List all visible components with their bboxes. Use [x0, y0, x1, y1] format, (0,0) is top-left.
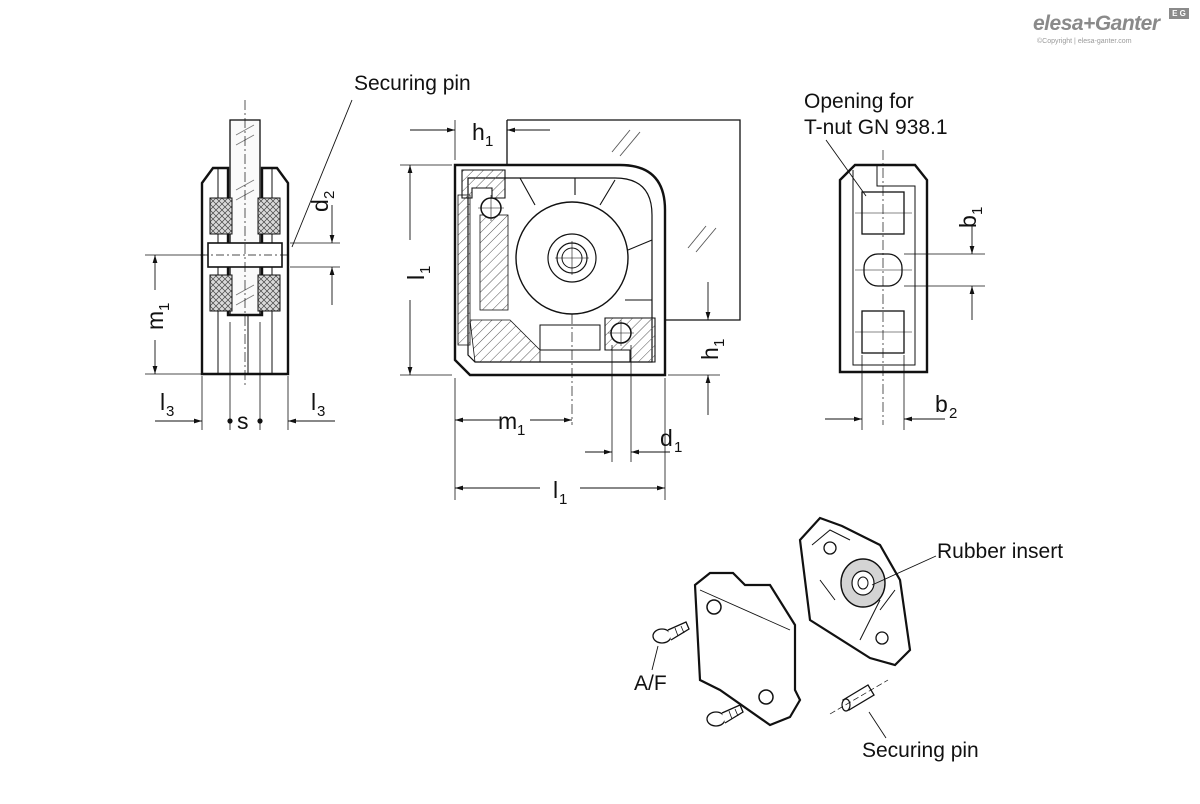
securing-pin-iso: [829, 679, 889, 715]
front-glass-panel: [507, 119, 741, 321]
opening-label-line2: T-nut GN 938.1: [804, 116, 948, 139]
svg-text:b: b: [955, 215, 981, 228]
rubber-insert-tl: [209, 197, 233, 235]
svg-text:1: 1: [969, 207, 986, 215]
front-view: [400, 119, 741, 500]
dim-h1-right: h1: [697, 339, 728, 360]
svg-text:m: m: [498, 408, 517, 434]
svg-text:m: m: [142, 311, 168, 330]
svg-text:d: d: [660, 425, 673, 451]
side-view: [145, 99, 353, 430]
dim-d2: d2: [307, 191, 338, 212]
dim-m1-side: m1: [142, 303, 173, 330]
af-label: A/F: [634, 672, 667, 695]
logo-badge: E G: [1169, 8, 1189, 19]
svg-text:b: b: [935, 391, 948, 417]
svg-text:l: l: [311, 389, 316, 415]
svg-text:3: 3: [166, 403, 174, 420]
svg-text:h: h: [472, 119, 485, 145]
exploded-view: [651, 516, 937, 739]
rubber-insert-br: [257, 274, 281, 312]
svg-text:1: 1: [156, 303, 173, 311]
securing-pin-label-bottom: Securing pin: [862, 739, 979, 762]
svg-text:1: 1: [485, 133, 493, 150]
back-view: [825, 139, 985, 430]
svg-text:3: 3: [317, 403, 325, 420]
svg-text:l: l: [403, 275, 429, 280]
logo-brand: elesa+Ganter: [1033, 12, 1160, 35]
svg-text:1: 1: [711, 339, 728, 347]
logo-copyright: ©Copyright | elesa-ganter.com: [1037, 38, 1132, 45]
svg-text:1: 1: [517, 422, 525, 439]
svg-text:2: 2: [321, 191, 338, 199]
rubber-insert-bl: [209, 274, 233, 312]
svg-text:l: l: [553, 477, 558, 503]
rubber-insert-label: Rubber insert: [937, 540, 1063, 563]
screw-bottom: [706, 704, 744, 727]
svg-text:1: 1: [674, 439, 682, 456]
securing-pin-label-top: Securing pin: [354, 72, 471, 95]
screw-top: [652, 621, 690, 644]
dim-l1-vert: l1: [403, 266, 434, 280]
dim-b1: b1: [955, 207, 986, 228]
svg-text:2: 2: [949, 405, 957, 422]
svg-text:l: l: [160, 389, 165, 415]
svg-text:1: 1: [417, 266, 434, 274]
svg-text:h: h: [697, 347, 723, 360]
dim-s: s: [237, 408, 249, 434]
opening-label-line1: Opening for: [804, 90, 914, 113]
cover-plate: [693, 571, 802, 727]
svg-text:1: 1: [559, 491, 567, 508]
rubber-insert-tr: [257, 197, 281, 235]
elesa-ganter-logo: elesa+Ganter E G ©Copyright | elesa-gant…: [1033, 8, 1193, 48]
svg-text:d: d: [307, 199, 333, 212]
